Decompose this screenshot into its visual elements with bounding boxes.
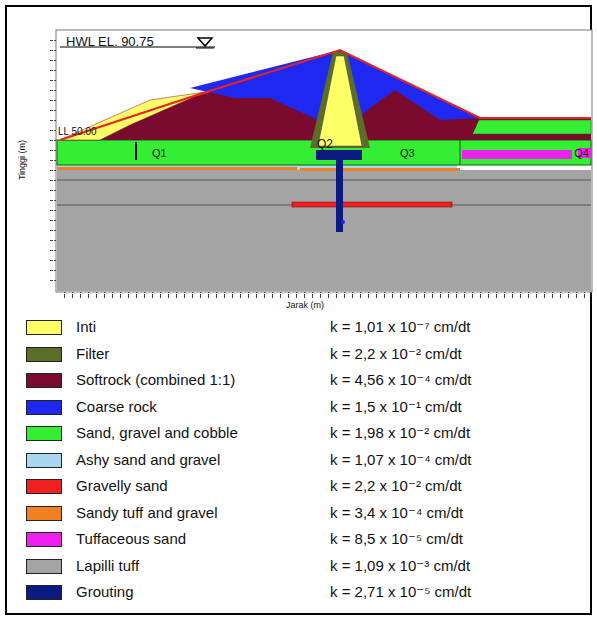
- sandy-tuff-layer: [57, 167, 297, 170]
- legend-text: Inti: [76, 318, 96, 335]
- legend-text: Ashy sand and gravel: [76, 451, 220, 468]
- legend-swatch: [26, 400, 62, 415]
- zone-label: Q1: [152, 147, 167, 159]
- plot-area: [56, 30, 592, 292]
- permeability-value: k = 2,2 x 10⁻² cm/dt: [330, 345, 462, 363]
- legend-swatch: [26, 506, 62, 521]
- zone-label: Q3: [400, 147, 415, 159]
- dam-surface-line: [60, 50, 591, 140]
- legend-swatch: [26, 532, 62, 547]
- legend-swatch: [26, 479, 62, 494]
- permeability-value: k = 1,5 x 10⁻¹ cm/dt: [330, 398, 462, 416]
- coarse-rock-upstream: [190, 50, 340, 120]
- legend-swatch: [26, 585, 62, 600]
- permeability-value: k = 3,4 x 10⁻⁴ cm/dt: [330, 504, 463, 522]
- y-ticks: [50, 32, 56, 290]
- legend-text: Coarse rock: [76, 398, 157, 415]
- x-ticks: [58, 292, 590, 298]
- permeability-value: k = 1,07 x 10⁻⁴ cm/dt: [330, 451, 472, 469]
- permeability-value: k = 2,2 x 10⁻² cm/dt: [330, 477, 462, 495]
- axis-title: Jarak (m): [286, 300, 324, 310]
- legend-text: Tuffaceous sand: [76, 530, 186, 547]
- legend-swatch: [26, 320, 62, 335]
- filter-zone: [310, 52, 370, 148]
- legend-swatch: [26, 347, 62, 362]
- legend-swatch: [26, 453, 62, 468]
- sandy-tuff-layer: [300, 168, 460, 171]
- tuffaceous-sand-layer: [462, 150, 572, 159]
- legend-text: Filter: [76, 345, 109, 362]
- core-zone: [318, 56, 362, 146]
- legend-swatch: [26, 559, 62, 574]
- lapilli-tuff-layer: [57, 170, 591, 291]
- zone-label: Q2: [317, 137, 333, 151]
- legend-text: Lapilli tuff: [76, 557, 139, 574]
- permeability-value: k = 1,01 x 10⁻⁷ cm/dt: [330, 318, 471, 336]
- legend-text: Grouting: [76, 583, 134, 600]
- permeability-value: k = 8,5 x 10⁻⁵ cm/dt: [330, 530, 463, 548]
- water-level-label: HWL EL. 90.75: [66, 34, 154, 49]
- legend-text: Sandy tuff and gravel: [76, 504, 218, 521]
- axis-title: Tinggi (m): [17, 140, 27, 180]
- legend-swatch: [26, 373, 62, 388]
- permeability-value: k = 2,71 x 10⁻⁵ cm/dt: [330, 583, 471, 601]
- legend-text: Gravelly sand: [76, 477, 168, 494]
- legend-text: Softrock (combined 1:1): [76, 371, 235, 388]
- softrock-shell: [60, 50, 480, 140]
- legend-text: Sand, gravel and cobble: [76, 424, 238, 441]
- low-level-label: LL 50.00: [58, 126, 97, 137]
- frame: [6, 6, 591, 614]
- permeability-value: k = 4,56 x 10⁻⁴ cm/dt: [330, 371, 472, 389]
- zone-label: Q4: [574, 147, 589, 159]
- grouting-curtain: [336, 150, 343, 232]
- gravelly-sand-lens: [292, 202, 452, 207]
- permeability-value: k = 1,09 x 10⁻³ cm/dt: [330, 557, 470, 575]
- legend-swatch: [26, 426, 62, 441]
- water-level-symbol: [198, 38, 212, 46]
- permeability-value: k = 1,98 x 10⁻² cm/dt: [330, 424, 470, 442]
